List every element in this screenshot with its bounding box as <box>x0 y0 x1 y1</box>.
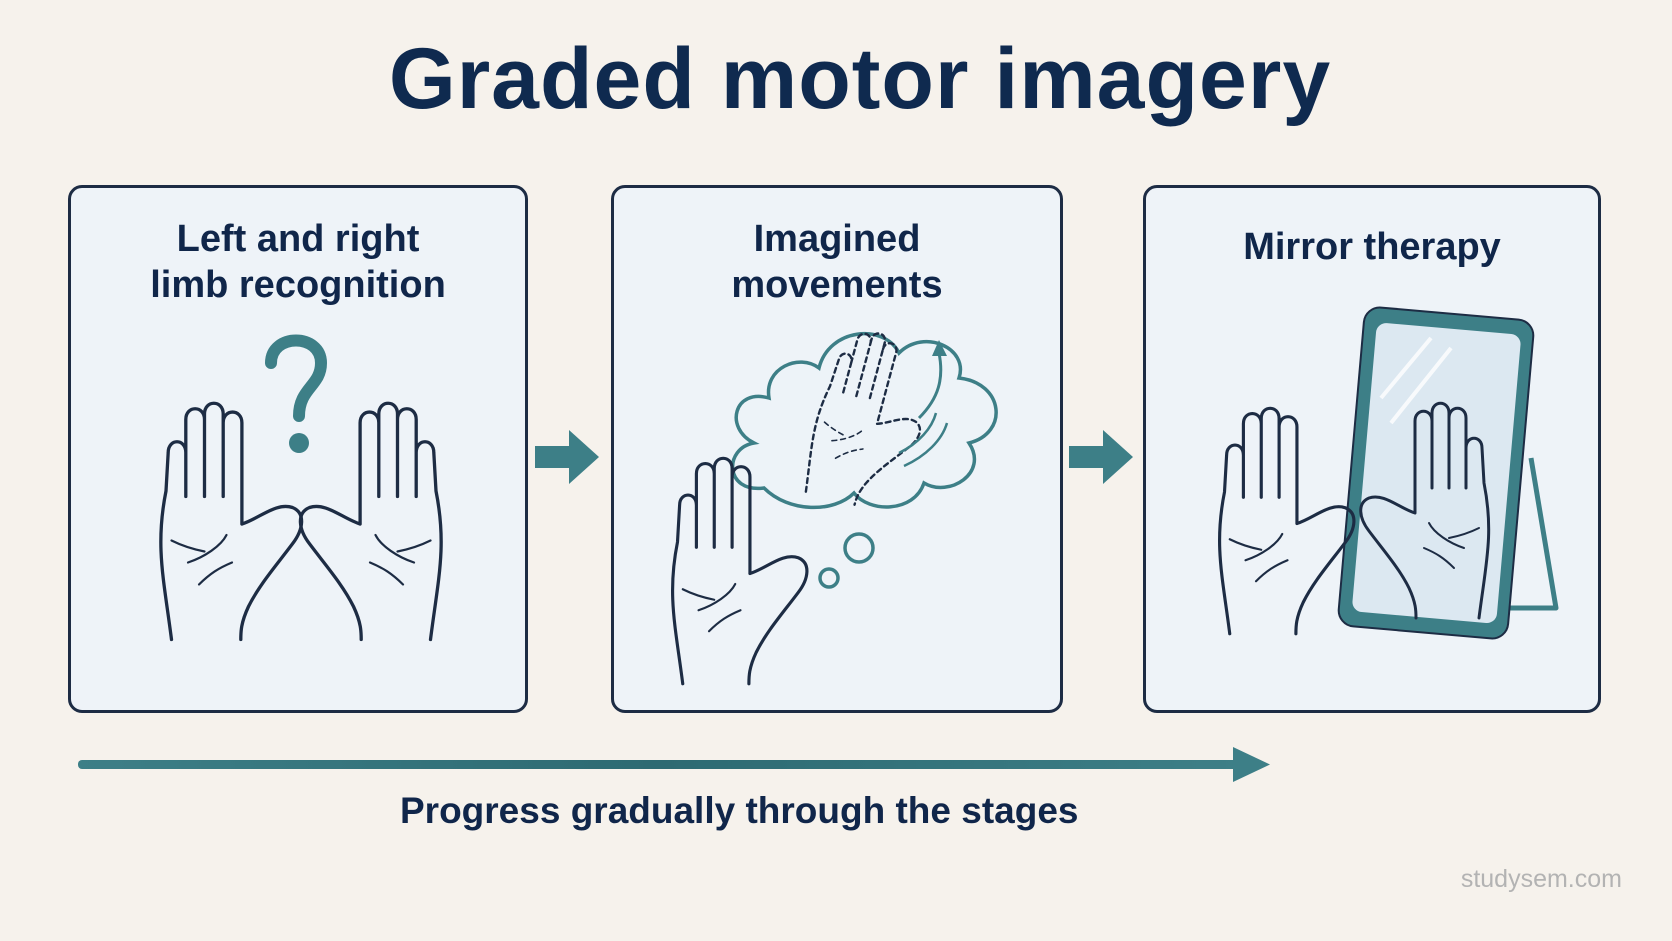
step-arrow-2 <box>1069 430 1133 484</box>
stage-panel-mirror-therapy: Mirror therapy <box>1143 185 1601 713</box>
watermark: studysem.com <box>1460 865 1622 893</box>
imagined-movement-illustration <box>670 322 998 686</box>
imagined-hand-icon <box>797 322 949 518</box>
thought-cloud-icon <box>730 331 998 589</box>
stage-title: Imagined movements <box>731 218 943 306</box>
question-mark-icon <box>265 334 328 453</box>
mirror-icon <box>1337 306 1559 640</box>
stage-panel-imagined-movements: Imagined movements <box>611 185 1063 713</box>
step-arrow-1 <box>535 430 599 484</box>
progress-label: Progress gradually through the stages <box>400 790 1079 831</box>
mirror-therapy-illustration <box>1217 306 1559 640</box>
stage-panel-limb-recognition: Left and right limb recognition <box>68 185 528 713</box>
left-hand-icon <box>159 401 304 642</box>
stage-title: Mirror therapy <box>1243 226 1501 268</box>
right-hand-icon <box>298 401 443 642</box>
page-title: Graded motor imagery <box>388 31 1332 127</box>
progress-arrow <box>78 747 1270 782</box>
hands-illustration <box>159 334 443 642</box>
hand-icon <box>1217 406 1356 636</box>
stage-title: Left and right limb recognition <box>150 218 446 306</box>
